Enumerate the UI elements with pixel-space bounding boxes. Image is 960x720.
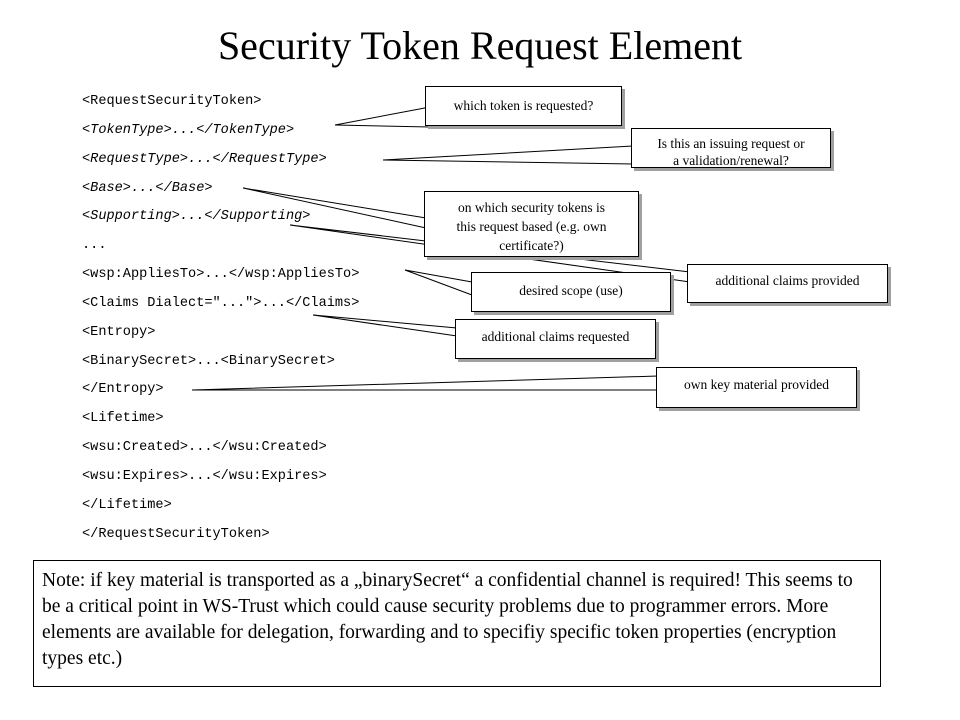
connector-which-token	[334, 106, 431, 128]
code-line: <BinarySecret>...<BinarySecret>	[82, 354, 335, 369]
connector-applies-to	[404, 269, 473, 296]
callout-additional-claims-requested: additional claims requested	[455, 319, 656, 359]
callout-text: Is this an issuing request or	[657, 136, 805, 151]
connector-entropy	[191, 375, 659, 391]
note-text: Note: if key material is transported as …	[42, 570, 853, 669]
code-line: <RequestSecurityToken>	[82, 94, 262, 109]
code-line: </Entropy>	[82, 382, 164, 397]
code-line: <Lifetime>	[82, 411, 164, 426]
callout-text: a validation/renewal?	[673, 153, 789, 168]
code-line: ...	[82, 238, 107, 253]
callout-text: additional claims requested	[481, 329, 630, 344]
callout-which-token: which token is requested?	[425, 86, 622, 126]
callout-security-tokens: on which security tokens is this request…	[424, 191, 639, 257]
callout-text: additional claims provided	[715, 273, 860, 288]
connector-request-type	[382, 145, 634, 165]
code-line: <Supporting>...</Supporting>	[82, 209, 311, 224]
code-line: <Entropy>	[82, 325, 156, 340]
callout-text: on which security tokens is	[458, 200, 605, 215]
callout-text: own key material provided	[683, 377, 830, 392]
callout-additional-claims-provided: additional claims provided	[687, 264, 888, 303]
code-line: <TokenType>...</TokenType>	[82, 123, 295, 138]
callout-issuing-or-validation: Is this an issuing request or a validati…	[631, 128, 831, 168]
note-box: Note: if key material is transported as …	[33, 560, 881, 687]
code-line: <wsp:AppliesTo>...</wsp:AppliesTo>	[82, 267, 360, 282]
code-line: </Lifetime>	[82, 498, 172, 513]
connector-claims	[312, 314, 458, 337]
code-line: <Base>...</Base>	[82, 181, 213, 196]
callout-desired-scope: desired scope (use)	[471, 272, 671, 312]
callout-text: certificate?)	[499, 238, 564, 253]
code-line: <wsu:Created>...</wsu:Created>	[82, 440, 327, 455]
callout-text: desired scope (use)	[519, 283, 623, 298]
code-line: </RequestSecurityToken>	[82, 527, 270, 542]
code-line: <Claims Dialect="...">...</Claims>	[82, 296, 360, 311]
callout-text: which token is requested?	[453, 98, 594, 113]
connector-base	[242, 187, 427, 229]
code-line: <wsu:Expires>...</wsu:Expires>	[82, 469, 327, 484]
callout-text: this request based (e.g. own	[456, 219, 607, 234]
code-line: <RequestType>...</RequestType>	[82, 152, 327, 167]
slide-title: Security Token Request Element	[217, 23, 743, 68]
callout-own-key-material: own key material provided	[656, 367, 857, 408]
